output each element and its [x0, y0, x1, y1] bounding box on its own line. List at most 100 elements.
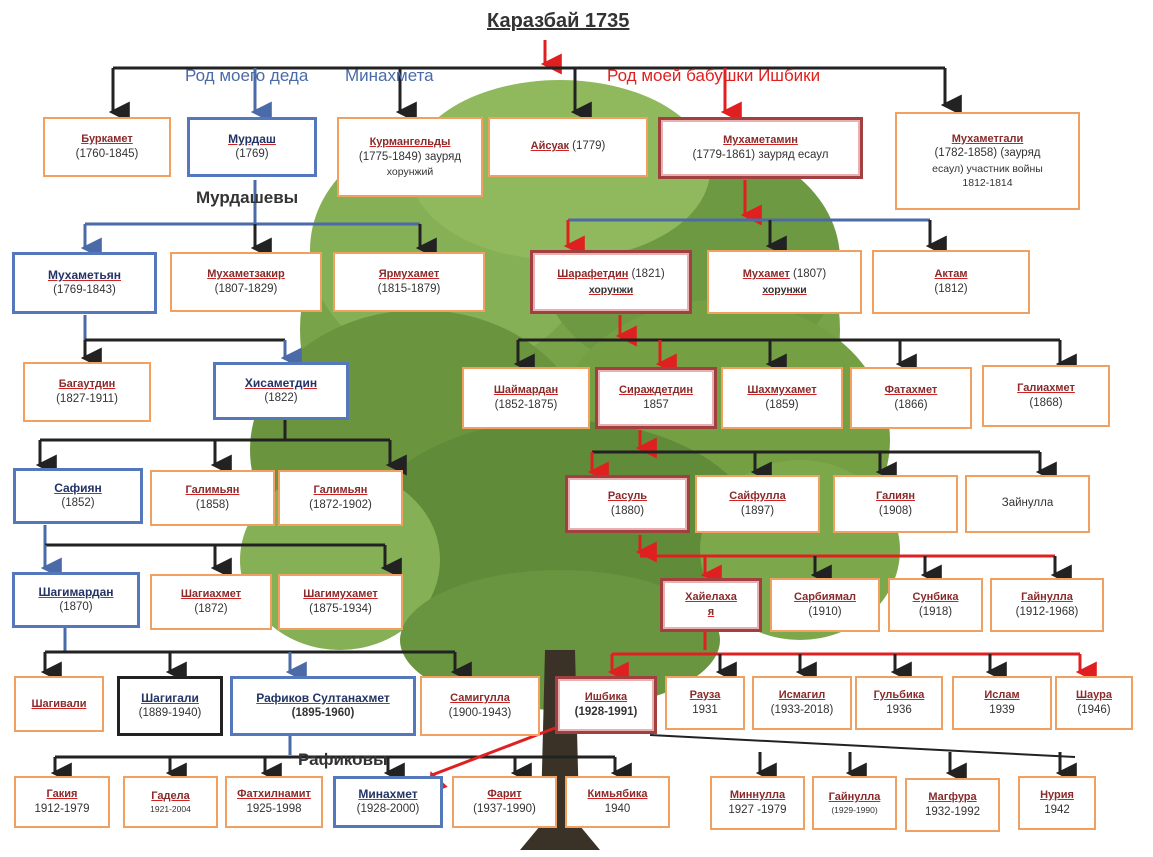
person-name: Актам — [934, 267, 968, 280]
person-name: Зайнулла — [1001, 497, 1054, 510]
person-name: Сайфулла — [729, 489, 786, 502]
person-years: 1931 — [692, 703, 718, 716]
person-years: (1895-1960) — [291, 707, 355, 720]
person-name: Ишбика — [584, 690, 628, 703]
person-name: Расуль — [607, 489, 648, 502]
person-name: Мухаметамин — [723, 133, 798, 146]
person-name: Сафиян — [54, 481, 102, 496]
person-box: Шагигали (1889-1940) — [117, 676, 223, 736]
label-murdashevs: Мурдашевы — [196, 188, 299, 207]
person-name: Фарит — [487, 787, 522, 800]
person-years: (1928-2000) — [356, 803, 420, 816]
person-name: Миннулла — [729, 788, 786, 801]
person-years: (1910) — [808, 605, 842, 618]
person-name: Сарбиямал — [794, 590, 856, 603]
person-box: Галимьян (1858) — [150, 470, 275, 526]
person-name: Шахмухамет — [747, 383, 817, 396]
person-name: Ярмухамет — [378, 267, 440, 280]
person-box: Галимьян (1872-1902) — [278, 470, 403, 526]
label-grandmother-line: Род моей бабушки Ишбики — [607, 66, 821, 85]
person-box: Актам (1812) — [872, 250, 1030, 314]
person-years: 1925-1998 — [246, 802, 302, 815]
person-name: Курмангельды — [369, 135, 451, 148]
person-box: Айсуак (1779) — [488, 117, 648, 177]
person-name: Багаутдин — [58, 377, 116, 390]
person-name: Гайнулла — [828, 790, 881, 803]
person-note: хорунжий — [386, 166, 434, 179]
person-years: (1779) — [572, 140, 606, 153]
person-years: 1921-2004 — [150, 803, 191, 814]
person-name: Сунбика — [912, 590, 959, 603]
person-box: Миннулла 1927 -1979 — [710, 776, 805, 830]
person-years: (1872) — [194, 602, 228, 615]
person-line: Шарафетдин (1821) — [557, 267, 664, 283]
person-years: (1870) — [59, 601, 93, 614]
person-box: Сайфулла (1897) — [695, 475, 820, 533]
person-name: Шагигали — [141, 691, 199, 706]
person-years: 1942 — [1044, 803, 1070, 816]
person-years: (1779-1861) зауряд есаул — [692, 148, 829, 161]
person-name: Нурия — [1040, 788, 1074, 801]
person-years: (1928-1991) — [574, 705, 638, 718]
person-name: Гадела — [151, 789, 190, 802]
person-years: (1852-1875) — [494, 398, 558, 411]
person-box: Ярмухамет (1815-1879) — [333, 252, 485, 312]
person-box: Багаутдин (1827-1911) — [23, 362, 151, 422]
person-name: Галиян — [875, 489, 916, 502]
person-years: (1807-1829) — [214, 282, 278, 295]
person-name: Мухаметгали — [951, 132, 1024, 145]
person-years: (1880) — [610, 504, 645, 517]
person-name: Шагимухамет — [303, 587, 378, 600]
person-years: (1900-1943) — [448, 706, 512, 719]
person-name: Шаура — [1076, 688, 1112, 701]
person-name: Шагиахмет — [180, 587, 242, 600]
person-box: Шагимухамет (1875-1934) — [278, 574, 403, 630]
person-years: (1769) — [235, 148, 269, 161]
person-years: 1940 — [604, 802, 631, 815]
person-name: Хисаметдин — [244, 376, 318, 391]
person-box: Ишбика (1928-1991) — [555, 676, 657, 734]
person-box: Хайелаха я — [660, 578, 762, 632]
person-box: Сарбиямал (1910) — [770, 578, 880, 632]
person-name: Сираждетдин — [619, 383, 693, 396]
person-box: Рауза 1931 — [665, 676, 745, 730]
person-years: (1807) — [792, 268, 827, 281]
person-years: 1912-1979 — [34, 802, 90, 815]
person-name: Гакия — [46, 787, 78, 800]
person-box: Мухаметьян (1769-1843) — [12, 252, 157, 314]
person-box: Зайнулла — [965, 475, 1090, 533]
person-years: 1857 — [643, 398, 669, 411]
person-name: Мухаметьян — [47, 268, 122, 283]
person-box: Мухаметгали (1782-1858) (зауряд есаул) у… — [895, 112, 1080, 210]
person-name: Мурдаш — [228, 132, 276, 147]
title: Каразбай 1735 — [487, 10, 630, 32]
person-name: Фатахмет — [884, 383, 938, 396]
person-name: Мухамет — [742, 268, 790, 281]
person-years: (1918) — [918, 605, 953, 618]
person-box: Исмагил (1933-2018) — [752, 676, 852, 730]
person-name: Хайелаха — [685, 591, 737, 604]
person-name: Фатхилнамит — [237, 787, 311, 800]
person-name: Галиахмет — [1017, 381, 1075, 394]
person-years: (1775-1849) зауряд — [358, 150, 462, 163]
person-name: Шагивали — [31, 697, 87, 710]
person-box: Гакия 1912-1979 — [14, 776, 110, 828]
person-years: (1872-1902) — [309, 498, 372, 511]
person-years: (1897) — [740, 504, 775, 517]
person-name: Мухаметзакир — [207, 267, 285, 280]
person-name: Шарафетдин — [557, 268, 629, 281]
person-name: Рафиков Султанахмет — [256, 691, 390, 706]
person-name: Гайнулла — [1021, 590, 1073, 603]
person-box: Расуль (1880) — [565, 475, 690, 533]
person-box: Минахмет (1928-2000) — [333, 776, 443, 828]
person-box: Гайнулла (1929-1990) — [812, 776, 897, 830]
person-box: Нурия 1942 — [1018, 776, 1096, 830]
person-years: (1912-1968) — [1015, 605, 1079, 618]
person-years: (1866) — [894, 398, 928, 411]
person-years: (1760-1845) — [75, 147, 139, 160]
person-years: (1858) — [195, 498, 230, 511]
person-box: Галиян (1908) — [833, 475, 958, 533]
person-years: (1827-1911) — [56, 392, 118, 405]
label-minakhmet: Минахмета — [345, 66, 434, 85]
